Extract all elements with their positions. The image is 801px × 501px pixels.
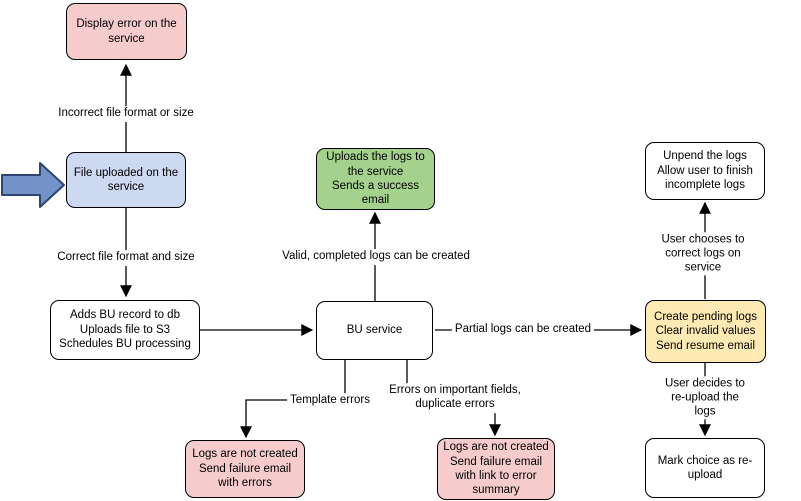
node-file-uploaded: File uploaded on the service xyxy=(66,152,186,208)
node-create-pending-logs: Create pending logs Clear invalid values… xyxy=(645,300,766,363)
edge-label-incorrect-file: Incorrect file format or size xyxy=(55,106,197,122)
node-uploads-logs-success: Uploads the logs to the service Sends a … xyxy=(316,148,435,210)
node-unpend-logs: Unpend the logs Allow user to finish inc… xyxy=(645,142,765,200)
edge-label-user-reuploads: User decides to re-upload the logs xyxy=(657,376,753,420)
node-logs-not-created-fields: Logs are not created Send failure email … xyxy=(437,438,555,500)
node-adds-bu-record: Adds BU record to db Uploads file to S3 … xyxy=(50,300,200,360)
node-logs-not-created-template: Logs are not created Send failure email … xyxy=(185,440,305,498)
entry-point-arrow-icon xyxy=(1,162,65,208)
edge-label-template-errors: Template errors xyxy=(287,393,373,409)
node-display-error: Display error on the service xyxy=(66,3,187,60)
edge-label-valid-logs: Valid, completed logs can be created xyxy=(279,249,473,265)
edge-label-correct-file: Correct file format and size xyxy=(54,250,198,266)
edge-label-field-errors: Errors on important fields, duplicate er… xyxy=(386,383,524,413)
edge-label-partial-logs: Partial logs can be created xyxy=(451,322,595,338)
edge-label-user-corrects: User chooses to correct logs on service xyxy=(654,232,752,276)
node-mark-reupload: Mark choice as re- upload xyxy=(645,438,765,498)
node-bu-service: BU service xyxy=(316,301,433,360)
